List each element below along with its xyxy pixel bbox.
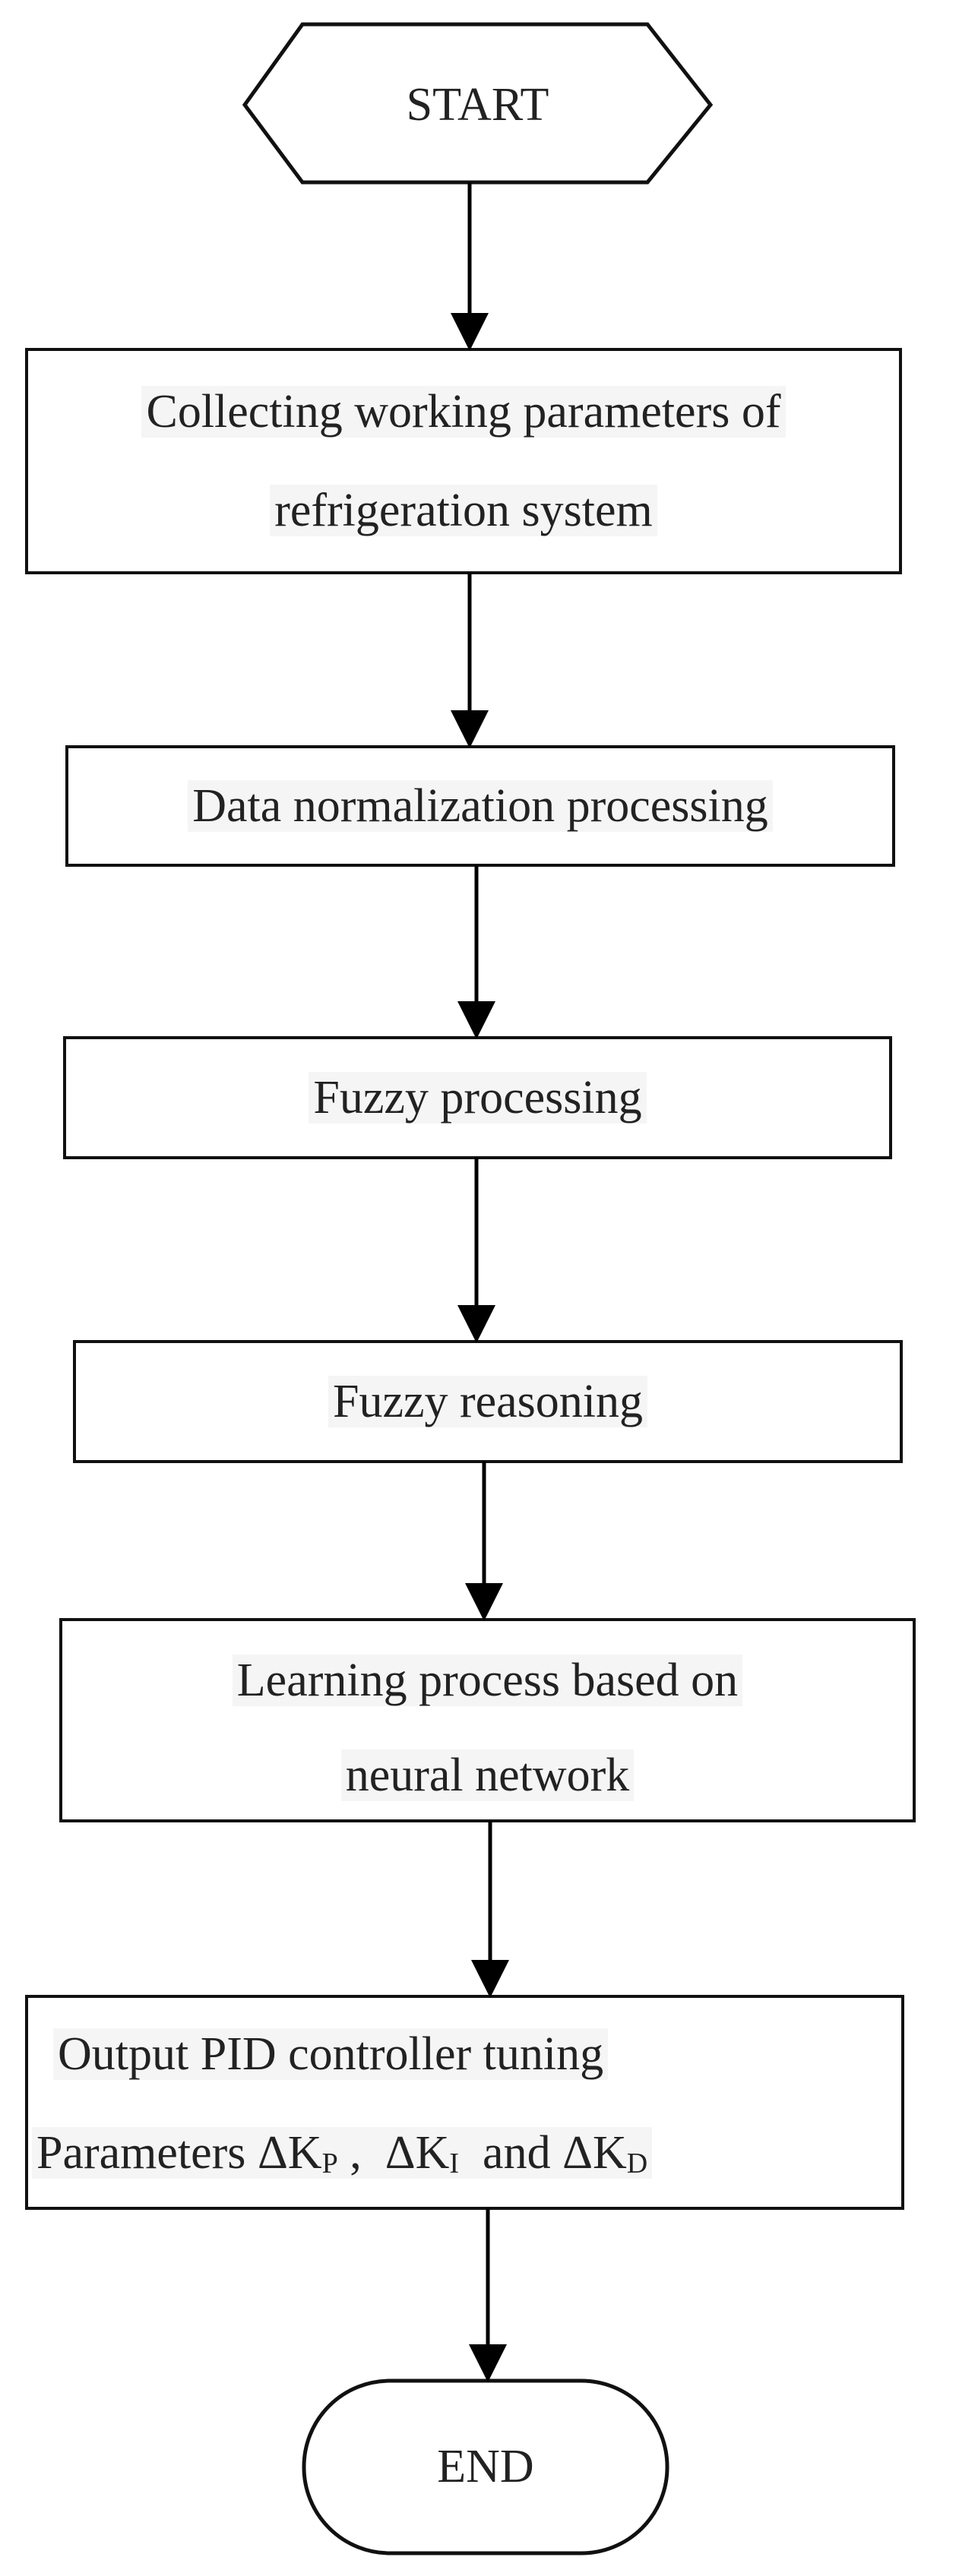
learning-label-line1: Learning process based on [61,1632,914,1729]
output-label-line1: Output PID controller tuning [53,2005,609,2103]
start-label: START [406,79,549,131]
output-label-line2-text: Parameters ΔKP , ΔKI and ΔKD [32,2127,653,2179]
delta-symbol-p: ΔK [257,2127,322,2179]
output-label-line1-text: Output PID controller tuning [53,2028,609,2080]
collect-label-line1: Collecting working parameters of [27,363,900,460]
fuzzy-reasoning-label: Fuzzy reasoning [74,1353,901,1450]
fuzzy-processing-label: Fuzzy processing [65,1049,891,1146]
collect-label-line1-text: Collecting working parameters of [141,386,786,438]
collect-label-line2: refrigeration system [27,462,900,559]
delta-symbol-i: ΔK [385,2127,450,2179]
normalization-label-text: Data normalization processing [188,780,773,832]
delta-kp: ΔKP [258,2127,338,2179]
output-label-line2: Parameters ΔKP , ΔKI and ΔKD [32,2104,653,2212]
fuzzy-reasoning-label-text: Fuzzy reasoning [328,1376,648,1427]
learning-label-line1-text: Learning process based on [232,1655,743,1706]
subscript-p: P [321,2148,338,2179]
collect-label-line2-text: refrigeration system [270,485,657,536]
subscript-i: I [449,2148,460,2179]
and-text: and [459,2127,563,2179]
normalization-label: Data normalization processing [67,757,894,855]
fuzzy-processing-label-text: Fuzzy processing [309,1072,647,1124]
delta-ki: ΔKI [385,2127,459,2179]
start-terminator [242,22,714,185]
subscript-d: D [626,2148,648,2179]
separator: , [337,2127,385,2179]
parameters-text: Parameters [36,2127,258,2179]
delta-kd: ΔKD [562,2127,647,2179]
delta-symbol-d: ΔK [562,2127,627,2179]
learning-label-line2-text: neural network [340,1749,635,1801]
learning-label-line2: neural network [61,1727,914,1824]
end-label: END [437,2441,534,2492]
